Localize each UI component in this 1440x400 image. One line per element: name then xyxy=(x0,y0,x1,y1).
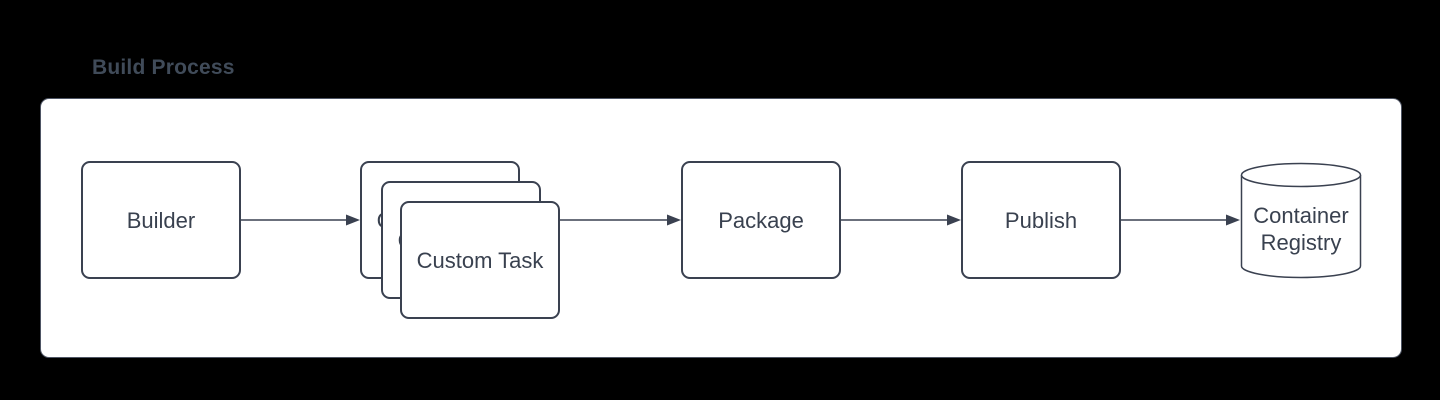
node-container-registry-label: Container Registry xyxy=(1253,203,1349,255)
edge-package-to-publish xyxy=(841,214,961,226)
node-package-label: Package xyxy=(718,207,804,233)
node-builder[interactable]: Builder xyxy=(81,161,241,279)
edge-custom-task-to-package xyxy=(560,214,681,226)
edge-publish-to-container-registry xyxy=(1121,214,1240,226)
cylinder-shape-icon xyxy=(1240,162,1362,279)
node-custom-task[interactable]: Custom Task xyxy=(400,201,560,319)
node-publish[interactable]: Publish xyxy=(961,161,1121,279)
node-container-registry[interactable]: Container Registry xyxy=(1240,162,1362,279)
node-package[interactable]: Package xyxy=(681,161,841,279)
node-builder-label: Builder xyxy=(126,207,196,233)
edge-builder-to-custom-task xyxy=(241,214,360,226)
node-custom-task-label: Custom Task xyxy=(416,247,544,273)
diagram-title: Build Process xyxy=(92,56,235,79)
node-publish-label: Publish xyxy=(1004,207,1078,233)
diagram-canvas: Builder Custom Task Custom Task Custom T… xyxy=(40,98,1402,358)
